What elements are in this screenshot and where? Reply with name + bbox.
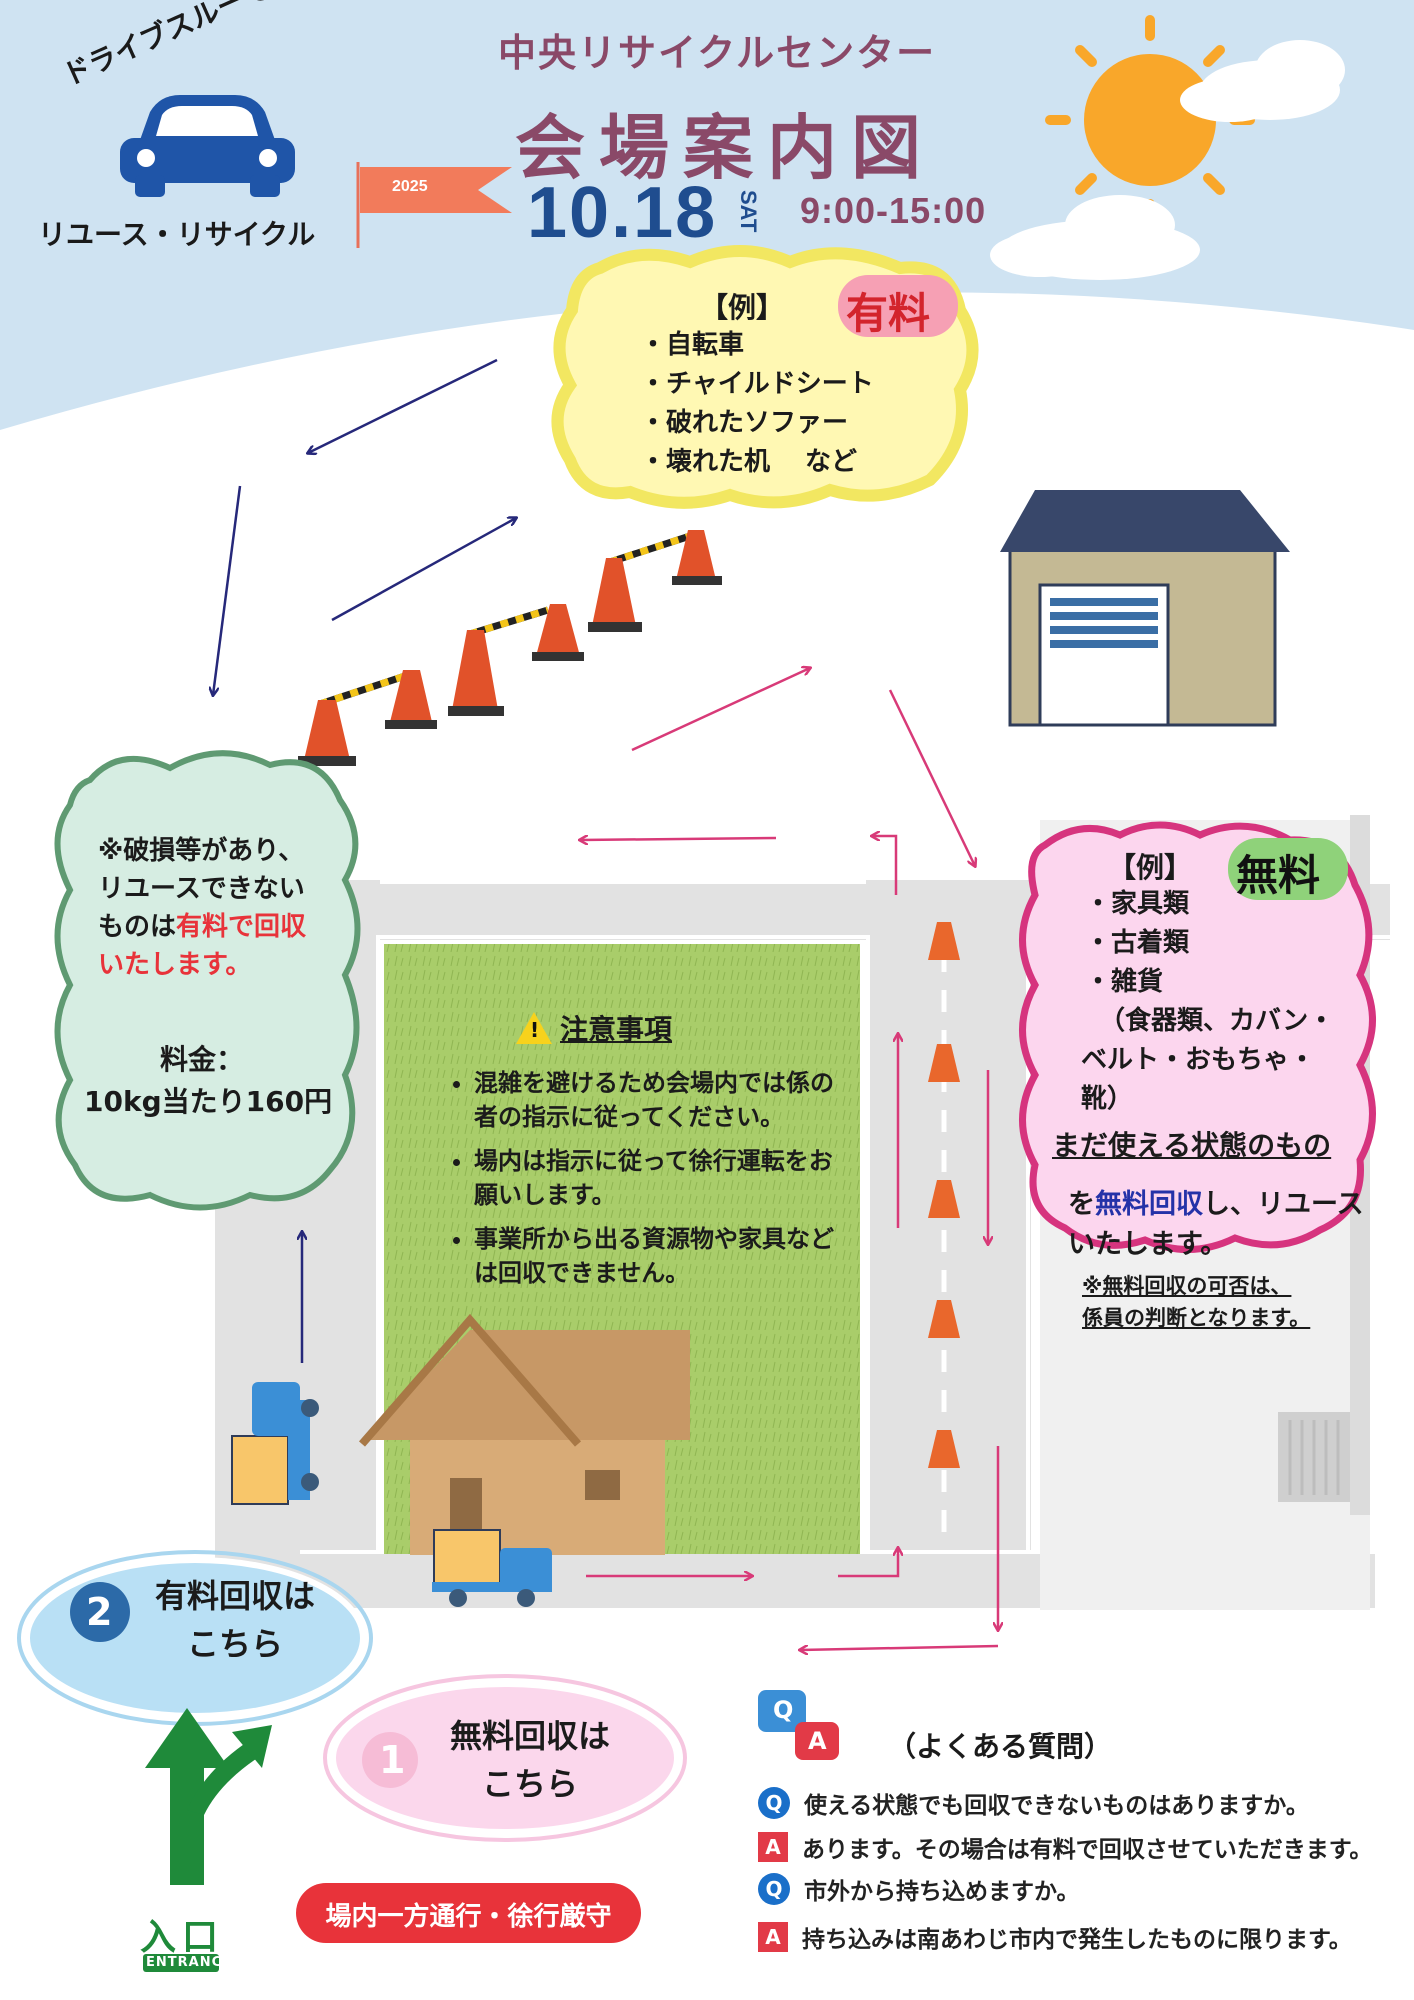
free-pickup-bubble (323, 1674, 687, 1842)
free-condition: まだ使える状態のもの (1052, 1129, 1332, 1162)
faq-question-text: 市外から持ち込めますか。 (804, 1879, 1080, 1905)
one-way-notice: 場内一方通行・徐行厳守 (325, 1902, 612, 1932)
fee-value: 10kg当たり160円 (84, 1085, 333, 1118)
free-bubble-line: 無料回収は (449, 1717, 610, 1755)
free-policy-line: いたします。 (1068, 1229, 1228, 1260)
notice-list: 混雑を避けるため会場内では係の者の指示に従ってください。 場内は指示に従って徐行… (446, 1066, 846, 1300)
faq-title: （よくある質問） (888, 1730, 1113, 1763)
paid-tag: 有料 (846, 290, 931, 337)
free-note: 係員の判断となります。 (1082, 1306, 1311, 1330)
answer-icon: A (758, 1832, 788, 1862)
faq-question-2: Q 市外から持ち込めますか。 (758, 1872, 1080, 1906)
free-example-item: （食器類、カバン・ (1099, 1006, 1335, 1036)
paid-examples-list: ・自転車 ・チャイルドシート ・破れたソファー ・壊れた机 など (640, 326, 874, 482)
warning-icon: ! (516, 1012, 552, 1044)
center-name: 中央リサイクルセンター (498, 33, 937, 75)
notice-title-row: ! 注意事項 (516, 1008, 672, 1048)
faq-question-1: Q 使える状態でも回収できないものはありますか。 (758, 1786, 1309, 1820)
paid-examples-cloud (551, 245, 979, 509)
fee-label: 料金： (160, 1043, 245, 1076)
free-example-item: ・家具類 (1085, 889, 1190, 919)
free-bubble-line: こちら (481, 1765, 578, 1803)
free-policy-text: を (1068, 1189, 1095, 1220)
left-notice-line: ものは (98, 912, 177, 942)
paid-bubble-text: 有料回収は こちら (150, 1572, 320, 1668)
car-icon (120, 95, 295, 197)
free-tag: 無料 (1236, 852, 1321, 899)
event-date: 10.18 (527, 173, 718, 253)
free-examples-list: ・家具類 ・古着類 ・雑貨 （食器類、カバン・ ベルト・おもちゃ・ 靴） (1081, 885, 1335, 1119)
notice-title: 注意事項 (560, 1013, 673, 1046)
paid-example-item: ・自転車 (640, 330, 745, 360)
free-example-item: 靴） (1081, 1084, 1134, 1114)
entrance-sub: ENTRANCE (146, 1955, 232, 1970)
free-example-item: ベルト・おもちゃ・ (1081, 1045, 1316, 1075)
left-notice-line: リユースできない (98, 874, 305, 904)
notice-item: 混雑を避けるため会場内では係の者の指示に従ってください。 (474, 1066, 846, 1134)
badge-bottom-text: リユース・リサイクル (38, 219, 316, 250)
paid-example-item: ・破れたソファー (640, 408, 849, 438)
free-example-item: ・古着類 (1085, 928, 1190, 958)
free-examples-heading: 【例】 (1108, 851, 1193, 884)
cone-icon (928, 922, 960, 1468)
route-arrow-paid (213, 358, 516, 1363)
event-weekday: SAT (736, 190, 761, 233)
free-example-item: ・雑貨 (1085, 967, 1164, 997)
faq-answer-text: 持ち込みは南あわじ市内で発生したものに限ります。 (802, 1927, 1352, 1953)
paid-example-item: ・チャイルドシート (640, 369, 874, 399)
truck-icon (231, 1382, 552, 1607)
paid-pickup-bubble (17, 1550, 373, 1726)
notice-item: 場内は指示に従って徐行運転をお願いします。 (474, 1144, 846, 1212)
free-bubble-text: 無料回収は こちら (440, 1712, 620, 1808)
free-emphasis: 無料回収 (1095, 1189, 1203, 1220)
faq-answer-text: あります。その場合は有料で回収させていただきます。 (802, 1837, 1373, 1863)
question-icon: Q (758, 1873, 790, 1905)
notice-item: 事業所から出る資源物や家具などは回収できません。 (474, 1222, 846, 1290)
answer-icon: A (758, 1922, 788, 1952)
cone-barrier-icon (298, 530, 722, 766)
free-note: ※無料回収の可否は、 (1082, 1274, 1292, 1298)
free-policy-text: し、リユース (1203, 1189, 1364, 1220)
paid-examples-heading: 【例】 (700, 291, 785, 324)
paid-emphasis: 有料で回収 (176, 912, 307, 942)
warehouse-icon (1000, 490, 1290, 727)
paid-emphasis: いたします。 (98, 950, 252, 980)
left-notice-text: ※破損等があり、 リユースできない ものは有料で回収 いたします。 (98, 832, 348, 984)
route-arrow-free (580, 668, 998, 1650)
qa-icon (758, 1690, 839, 1760)
question-icon: Q (758, 1787, 790, 1819)
qa-a-mark: A (808, 1727, 827, 1755)
event-hours: 9:00-15:00 (800, 190, 987, 231)
page-title: 会場案内図 (515, 109, 935, 187)
cloud-icon (990, 40, 1345, 280)
paid-bubble-line: 有料回収は (154, 1577, 315, 1615)
faq-answer-2: A 持ち込みは南あわじ市内で発生したものに限ります。 (758, 1920, 1352, 1954)
free-examples-cloud (1019, 821, 1376, 1253)
faq-question-text: 使える状態でも回収できないものはありますか。 (804, 1793, 1309, 1819)
entrance-arrow-icon (145, 1708, 272, 1885)
paid-example-item: ・壊れた机 など (640, 447, 858, 477)
qa-q-mark: Q (773, 1696, 794, 1724)
left-notice-line: ※破損等があり、 (98, 836, 305, 866)
flag-year: 2025 (392, 178, 428, 195)
faq-answer-1: A あります。その場合は有料で回収させていただきます。 (758, 1830, 1372, 1864)
free-policy-line: を無料回収し、リユース (1068, 1182, 1364, 1221)
flag-icon (356, 162, 512, 248)
entrance-label: 入口 (140, 1917, 225, 1958)
paid-bubble-number: 2 (86, 1590, 113, 1634)
free-bubble-number: 1 (379, 1738, 406, 1782)
left-notice-cloud (54, 750, 361, 1211)
paid-bubble-line: こちら (186, 1625, 283, 1663)
